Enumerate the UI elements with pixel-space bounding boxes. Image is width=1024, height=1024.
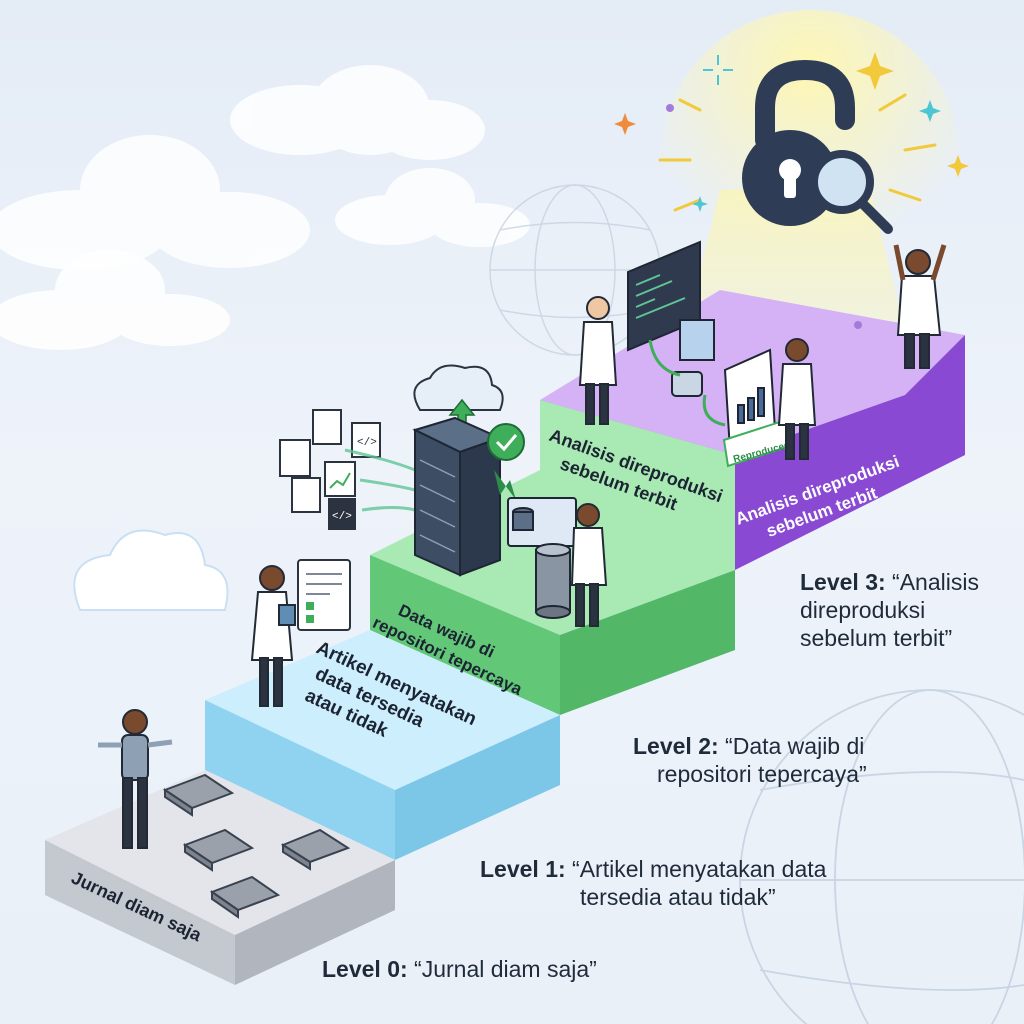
caption-level-2: Level 2: “Data wajib di repositori teper… [633,733,867,788]
person-scientist-clipboard [250,565,296,707]
person-shrugging [98,709,173,849]
sparkle-dot [666,104,674,112]
chart-file-icon [324,461,356,497]
open-lock-icon [742,59,855,226]
caption-level-0: Level 0: “Jurnal diam saja” [322,956,597,982]
magnifier-icon [810,150,893,234]
server-icon [412,416,503,577]
person-scientist-chart [777,338,817,460]
document-icon [297,559,351,631]
caption-level-3: Level 3: “Analisis direproduksi sebelum … [800,569,979,652]
sparkle-icon [614,113,636,135]
sparkle-dot [854,321,862,329]
sparkle-icon [703,55,733,85]
caption-level-1: Level 1: “Artikel menyatakan data tersed… [480,856,827,911]
person-scientist-monitor [578,296,618,425]
book-icon [162,773,235,817]
light-rays [658,93,937,212]
sparkle-icon [947,155,969,177]
database-icon [507,497,577,619]
code-file-icon: </> [328,498,356,530]
cloud-icon [73,529,229,611]
cloud-icon [0,65,485,270]
person-scientist-database [570,503,608,627]
sparkle-icon [856,52,894,90]
sparkle-icon [692,100,941,212]
lab-equipment [648,319,726,427]
step-1-block [205,630,560,860]
book-icon [209,875,281,919]
cloud-icon [335,168,530,247]
book-icon [182,828,255,872]
cloud-icon [413,364,504,411]
svg-text:</>: </> [357,437,377,449]
svg-text:</>: </> [332,511,352,523]
globe-icon [739,689,1024,1024]
verified-badge-icon [487,423,525,500]
data-streams [344,448,416,512]
person-celebrating [893,244,947,369]
book-icon [280,828,351,871]
data-files-cluster: </> </> [279,409,381,530]
cloud-icon [0,250,230,350]
